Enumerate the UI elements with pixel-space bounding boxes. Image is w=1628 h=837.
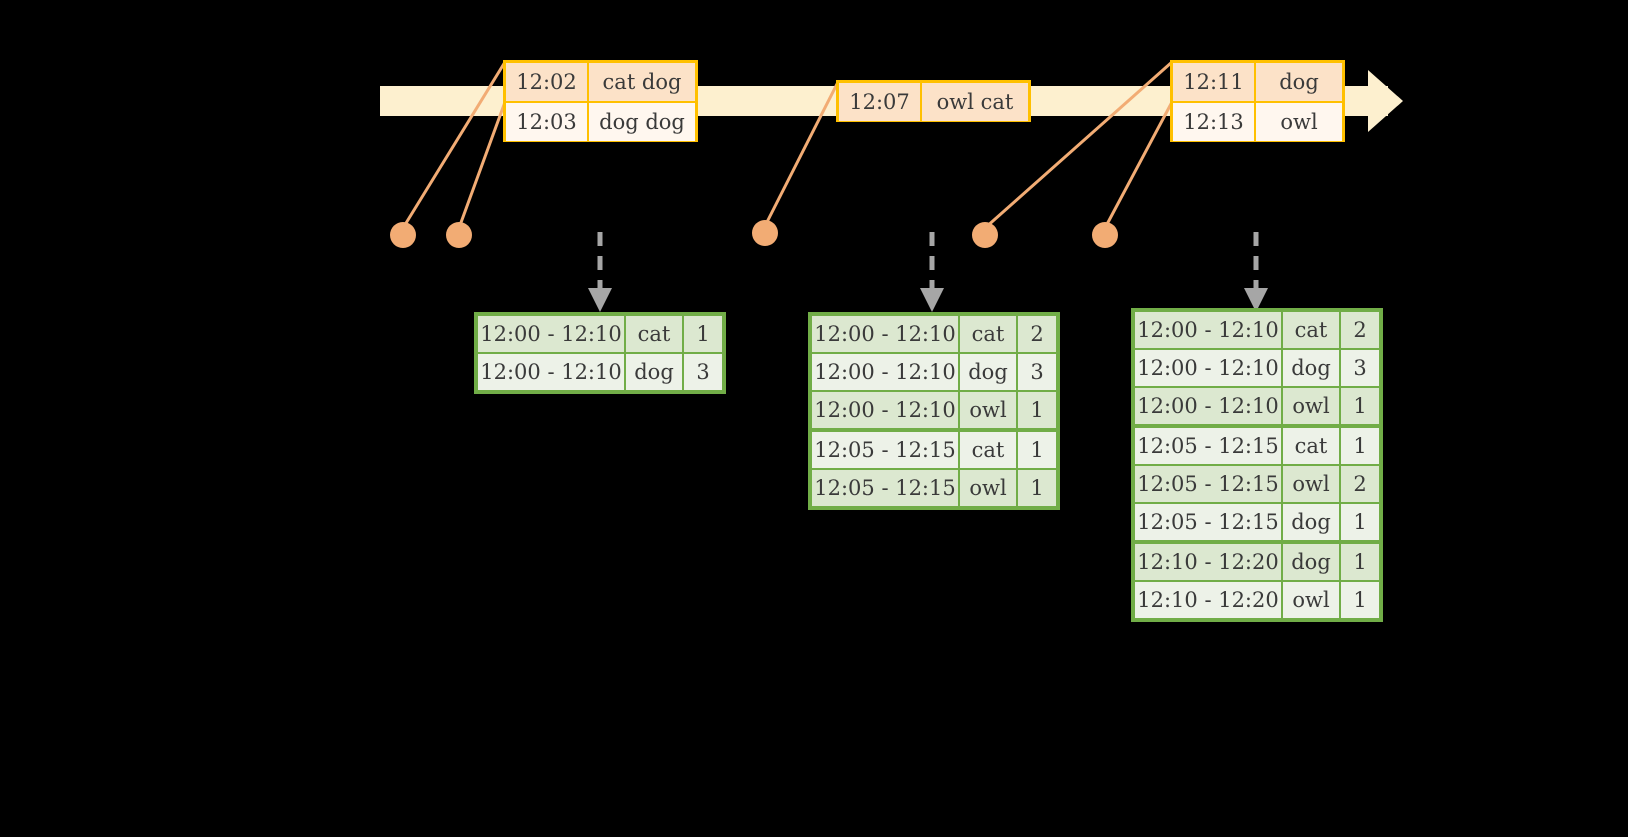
connector-dot[interactable] bbox=[752, 220, 778, 246]
connector-dot[interactable] bbox=[390, 222, 416, 248]
key-cell: dog bbox=[960, 354, 1018, 390]
count-cell: 1 bbox=[1018, 432, 1056, 468]
count-cell: 1 bbox=[1341, 428, 1379, 464]
event-time: 12:02 bbox=[506, 63, 589, 101]
key-cell: dog bbox=[1283, 504, 1341, 540]
window-cell: 12:05 - 12:15 bbox=[1135, 466, 1283, 502]
window-cell: 12:00 - 12:10 bbox=[478, 316, 626, 352]
window-cell: 12:05 - 12:15 bbox=[812, 470, 960, 506]
window-cell: 12:10 - 12:20 bbox=[1135, 582, 1283, 618]
key-cell: cat bbox=[1283, 428, 1341, 464]
event-row[interactable]: 12:02 cat dog bbox=[506, 63, 695, 101]
timeline-arrow-head bbox=[1368, 70, 1403, 132]
event-group-3[interactable]: 12:11 dog 12:13 owl bbox=[1170, 60, 1345, 142]
key-cell: dog bbox=[1283, 544, 1341, 580]
key-cell: cat bbox=[960, 432, 1018, 468]
event-payload: dog dog bbox=[589, 103, 695, 141]
connector-dot[interactable] bbox=[446, 222, 472, 248]
window-cell: 12:00 - 12:10 bbox=[478, 354, 626, 390]
window-cell: 12:05 - 12:15 bbox=[1135, 428, 1283, 464]
count-cell: 2 bbox=[1341, 466, 1379, 502]
event-row[interactable]: 12:07 owl cat bbox=[839, 83, 1028, 121]
key-cell: owl bbox=[960, 470, 1018, 506]
event-row[interactable]: 12:03 dog dog bbox=[506, 101, 695, 141]
count-cell: 2 bbox=[1018, 316, 1056, 352]
connector-dot[interactable] bbox=[972, 222, 998, 248]
count-cell: 1 bbox=[1341, 582, 1379, 618]
key-cell: cat bbox=[1283, 312, 1341, 348]
count-cell: 1 bbox=[684, 316, 722, 352]
key-cell: cat bbox=[626, 316, 684, 352]
event-time: 12:11 bbox=[1173, 63, 1256, 101]
event-time: 12:07 bbox=[839, 83, 922, 121]
key-cell: owl bbox=[1283, 388, 1341, 424]
key-cell: dog bbox=[1283, 350, 1341, 386]
event-row[interactable]: 12:11 dog bbox=[1173, 63, 1342, 101]
count-cell: 1 bbox=[1018, 470, 1056, 506]
count-cell: 3 bbox=[1018, 354, 1056, 390]
count-cell: 2 bbox=[1341, 312, 1379, 348]
key-cell: cat bbox=[960, 316, 1018, 352]
window-cell: 12:05 - 12:15 bbox=[812, 432, 960, 468]
window-cell: 12:00 - 12:10 bbox=[812, 392, 960, 428]
key-cell: owl bbox=[960, 392, 1018, 428]
key-cell: dog bbox=[626, 354, 684, 390]
event-time: 12:13 bbox=[1173, 103, 1256, 141]
event-payload: dog bbox=[1256, 63, 1342, 101]
window-cell: 12:00 - 12:10 bbox=[1135, 312, 1283, 348]
window-cell: 12:00 - 12:10 bbox=[812, 316, 960, 352]
window-cell: 12:10 - 12:20 bbox=[1135, 544, 1283, 580]
window-cell: 12:00 - 12:10 bbox=[1135, 388, 1283, 424]
count-cell: 1 bbox=[1018, 392, 1056, 428]
count-cell: 3 bbox=[1341, 350, 1379, 386]
window-cell: 12:00 - 12:10 bbox=[1135, 350, 1283, 386]
event-time: 12:03 bbox=[506, 103, 589, 141]
event-group-2[interactable]: 12:07 owl cat bbox=[836, 80, 1031, 122]
window-cell: 12:05 - 12:15 bbox=[1135, 504, 1283, 540]
count-cell: 1 bbox=[1341, 388, 1379, 424]
key-cell: owl bbox=[1283, 582, 1341, 618]
event-group-1[interactable]: 12:02 cat dog 12:03 dog dog bbox=[503, 60, 698, 142]
count-cell: 3 bbox=[684, 354, 722, 390]
event-row[interactable]: 12:13 owl bbox=[1173, 101, 1342, 141]
window-cell: 12:00 - 12:10 bbox=[812, 354, 960, 390]
key-cell: owl bbox=[1283, 466, 1341, 502]
event-payload: cat dog bbox=[589, 63, 695, 101]
count-cell: 1 bbox=[1341, 544, 1379, 580]
count-cell: 1 bbox=[1341, 504, 1379, 540]
event-payload: owl cat bbox=[922, 83, 1028, 121]
connector-dot[interactable] bbox=[1092, 222, 1118, 248]
event-payload: owl bbox=[1256, 103, 1342, 141]
